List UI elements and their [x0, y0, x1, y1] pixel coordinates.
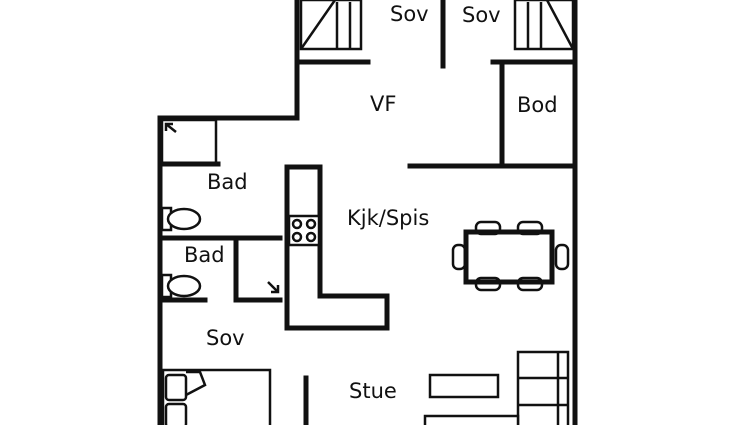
shower-upper-icon — [160, 118, 218, 166]
dining-table-icon — [451, 220, 570, 292]
room-label-bod: Bod — [517, 93, 558, 117]
toilet-upper-icon — [160, 206, 202, 232]
kitchen-counter — [284, 164, 390, 331]
exterior-walls — [157, 0, 578, 425]
wardrobe-right-icon — [513, 0, 575, 51]
toilet-lower-icon — [160, 273, 202, 299]
room-label-sov-top-right: Sov — [462, 3, 501, 27]
shower-lower-icon — [267, 281, 280, 294]
room-label-kjk-spis: Kjk/Spis — [347, 206, 429, 230]
room-label-bad-lower: Bad — [184, 243, 225, 267]
coffee-table-icon — [428, 373, 500, 399]
room-label-sov-lower: Sov — [206, 326, 245, 350]
bed-icon — [161, 368, 272, 425]
room-label-stue: Stue — [349, 379, 397, 403]
interior-walls — [157, 0, 578, 425]
sofa-icon — [423, 350, 570, 425]
room-label-vf: VF — [370, 92, 396, 116]
room-label-sov-top-left: Sov — [390, 2, 429, 26]
room-label-bad-upper: Bad — [207, 170, 248, 194]
wardrobe-left-icon — [299, 0, 363, 51]
